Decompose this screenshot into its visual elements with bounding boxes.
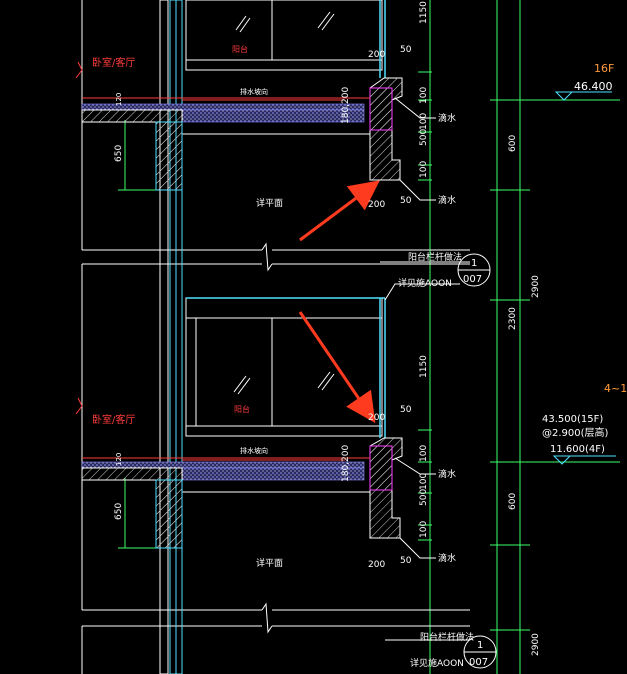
break-marks <box>75 61 83 415</box>
label-floor-lower: 详平面 <box>256 557 283 569</box>
dim-650-upper: 650 <box>114 145 124 162</box>
dim-2900-upper: 2900 <box>531 275 541 298</box>
dim-200-d: 200 <box>368 560 385 570</box>
elev-mid-2: @2.900(层高) <box>542 426 609 439</box>
dim-120-upper: 120 <box>115 93 123 106</box>
label-balcony-lower: 阳台 <box>234 404 250 414</box>
sheet-no-lower: 007 <box>469 657 488 668</box>
sheet-no-upper: 007 <box>463 274 482 285</box>
dim-200-b: 200 <box>368 200 385 210</box>
dim-1150-upper: 1150 <box>419 1 429 24</box>
arrow-upper <box>299 180 380 242</box>
dim-50-a: 50 <box>400 45 412 55</box>
slab-upper <box>81 77 403 191</box>
dim-100-f: 100 <box>419 521 429 538</box>
frame-lines <box>81 0 470 674</box>
dim-500-b: 500 <box>419 489 429 506</box>
dim-200-a: 200 <box>368 50 385 60</box>
floor-tag-4-15: 4~15F <box>604 382 627 395</box>
elevation-markers <box>552 91 616 465</box>
label-drip-3: 滴水 <box>438 468 456 480</box>
window-frames <box>185 0 383 437</box>
label-drip-1: 滴水 <box>438 112 456 124</box>
balcony-railing <box>186 0 386 438</box>
elev-mid-1: 43.500(15F) <box>542 414 603 425</box>
dim-2900-lower: 2900 <box>531 633 541 656</box>
dim-1150-lower: 1150 <box>419 355 429 378</box>
annotation-arrows <box>298 180 380 423</box>
label-slope-lower: 排水坡向 <box>240 446 268 455</box>
label-drip-4: 滴水 <box>438 552 456 564</box>
dim-600-upper: 600 <box>508 135 518 152</box>
dim-500-a: 500 <box>419 129 429 146</box>
label-railing-ref-upper: 详见施AOON <box>398 277 452 289</box>
label-drip-2: 滴水 <box>438 194 456 206</box>
label-floor-upper: 详平面 <box>256 197 283 209</box>
dim-180-200-a: 180,200 <box>341 87 351 124</box>
leader-lines <box>380 97 470 641</box>
glass-hatch <box>233 11 335 395</box>
dim-50-c: 50 <box>400 405 412 415</box>
label-railing-ref-lower: 详见施AOON <box>410 657 464 669</box>
label-railing-lower: 阳台栏杆做法 <box>420 631 474 643</box>
arrow-lower <box>298 311 376 423</box>
label-slope-upper: 排水坡向 <box>240 87 268 96</box>
slab-lower <box>81 437 403 549</box>
dim-100-b: 100 <box>419 113 429 130</box>
elev-mid-3: 11.600(4F) <box>550 444 605 455</box>
dim-2300: 2300 <box>508 307 518 330</box>
dim-100-d: 100 <box>419 445 429 462</box>
floor-tag-16f: 16F <box>594 62 614 75</box>
dim-120-lower: 120 <box>115 453 123 466</box>
dim-50-b: 50 <box>400 196 412 206</box>
dim-50-d: 50 <box>400 556 412 566</box>
label-balcony-upper: 阳台 <box>232 44 248 54</box>
dim-600-lower: 600 <box>508 493 518 510</box>
dim-200-c: 200 <box>368 413 385 423</box>
dim-180-200-b: 180,200 <box>341 445 351 482</box>
elev-top: 46.400 <box>574 80 613 93</box>
dim-650-lower: 650 <box>114 503 124 520</box>
detail-no-lower: 1 <box>477 640 483 651</box>
label-railing-upper: 阳台栏杆做法 <box>408 251 462 263</box>
structural-columns <box>159 0 183 674</box>
dim-100-e: 100 <box>419 473 429 490</box>
dim-100-a: 100 <box>419 87 429 104</box>
label-bedroom-lower: 卧室/客厅 <box>92 413 135 426</box>
detail-callouts <box>457 253 497 669</box>
right-dimension-lines <box>418 0 620 674</box>
detail-no-upper: 1 <box>471 258 477 269</box>
label-bedroom-upper: 卧室/客厅 <box>92 56 135 69</box>
dim-100-c: 100 <box>419 161 429 178</box>
